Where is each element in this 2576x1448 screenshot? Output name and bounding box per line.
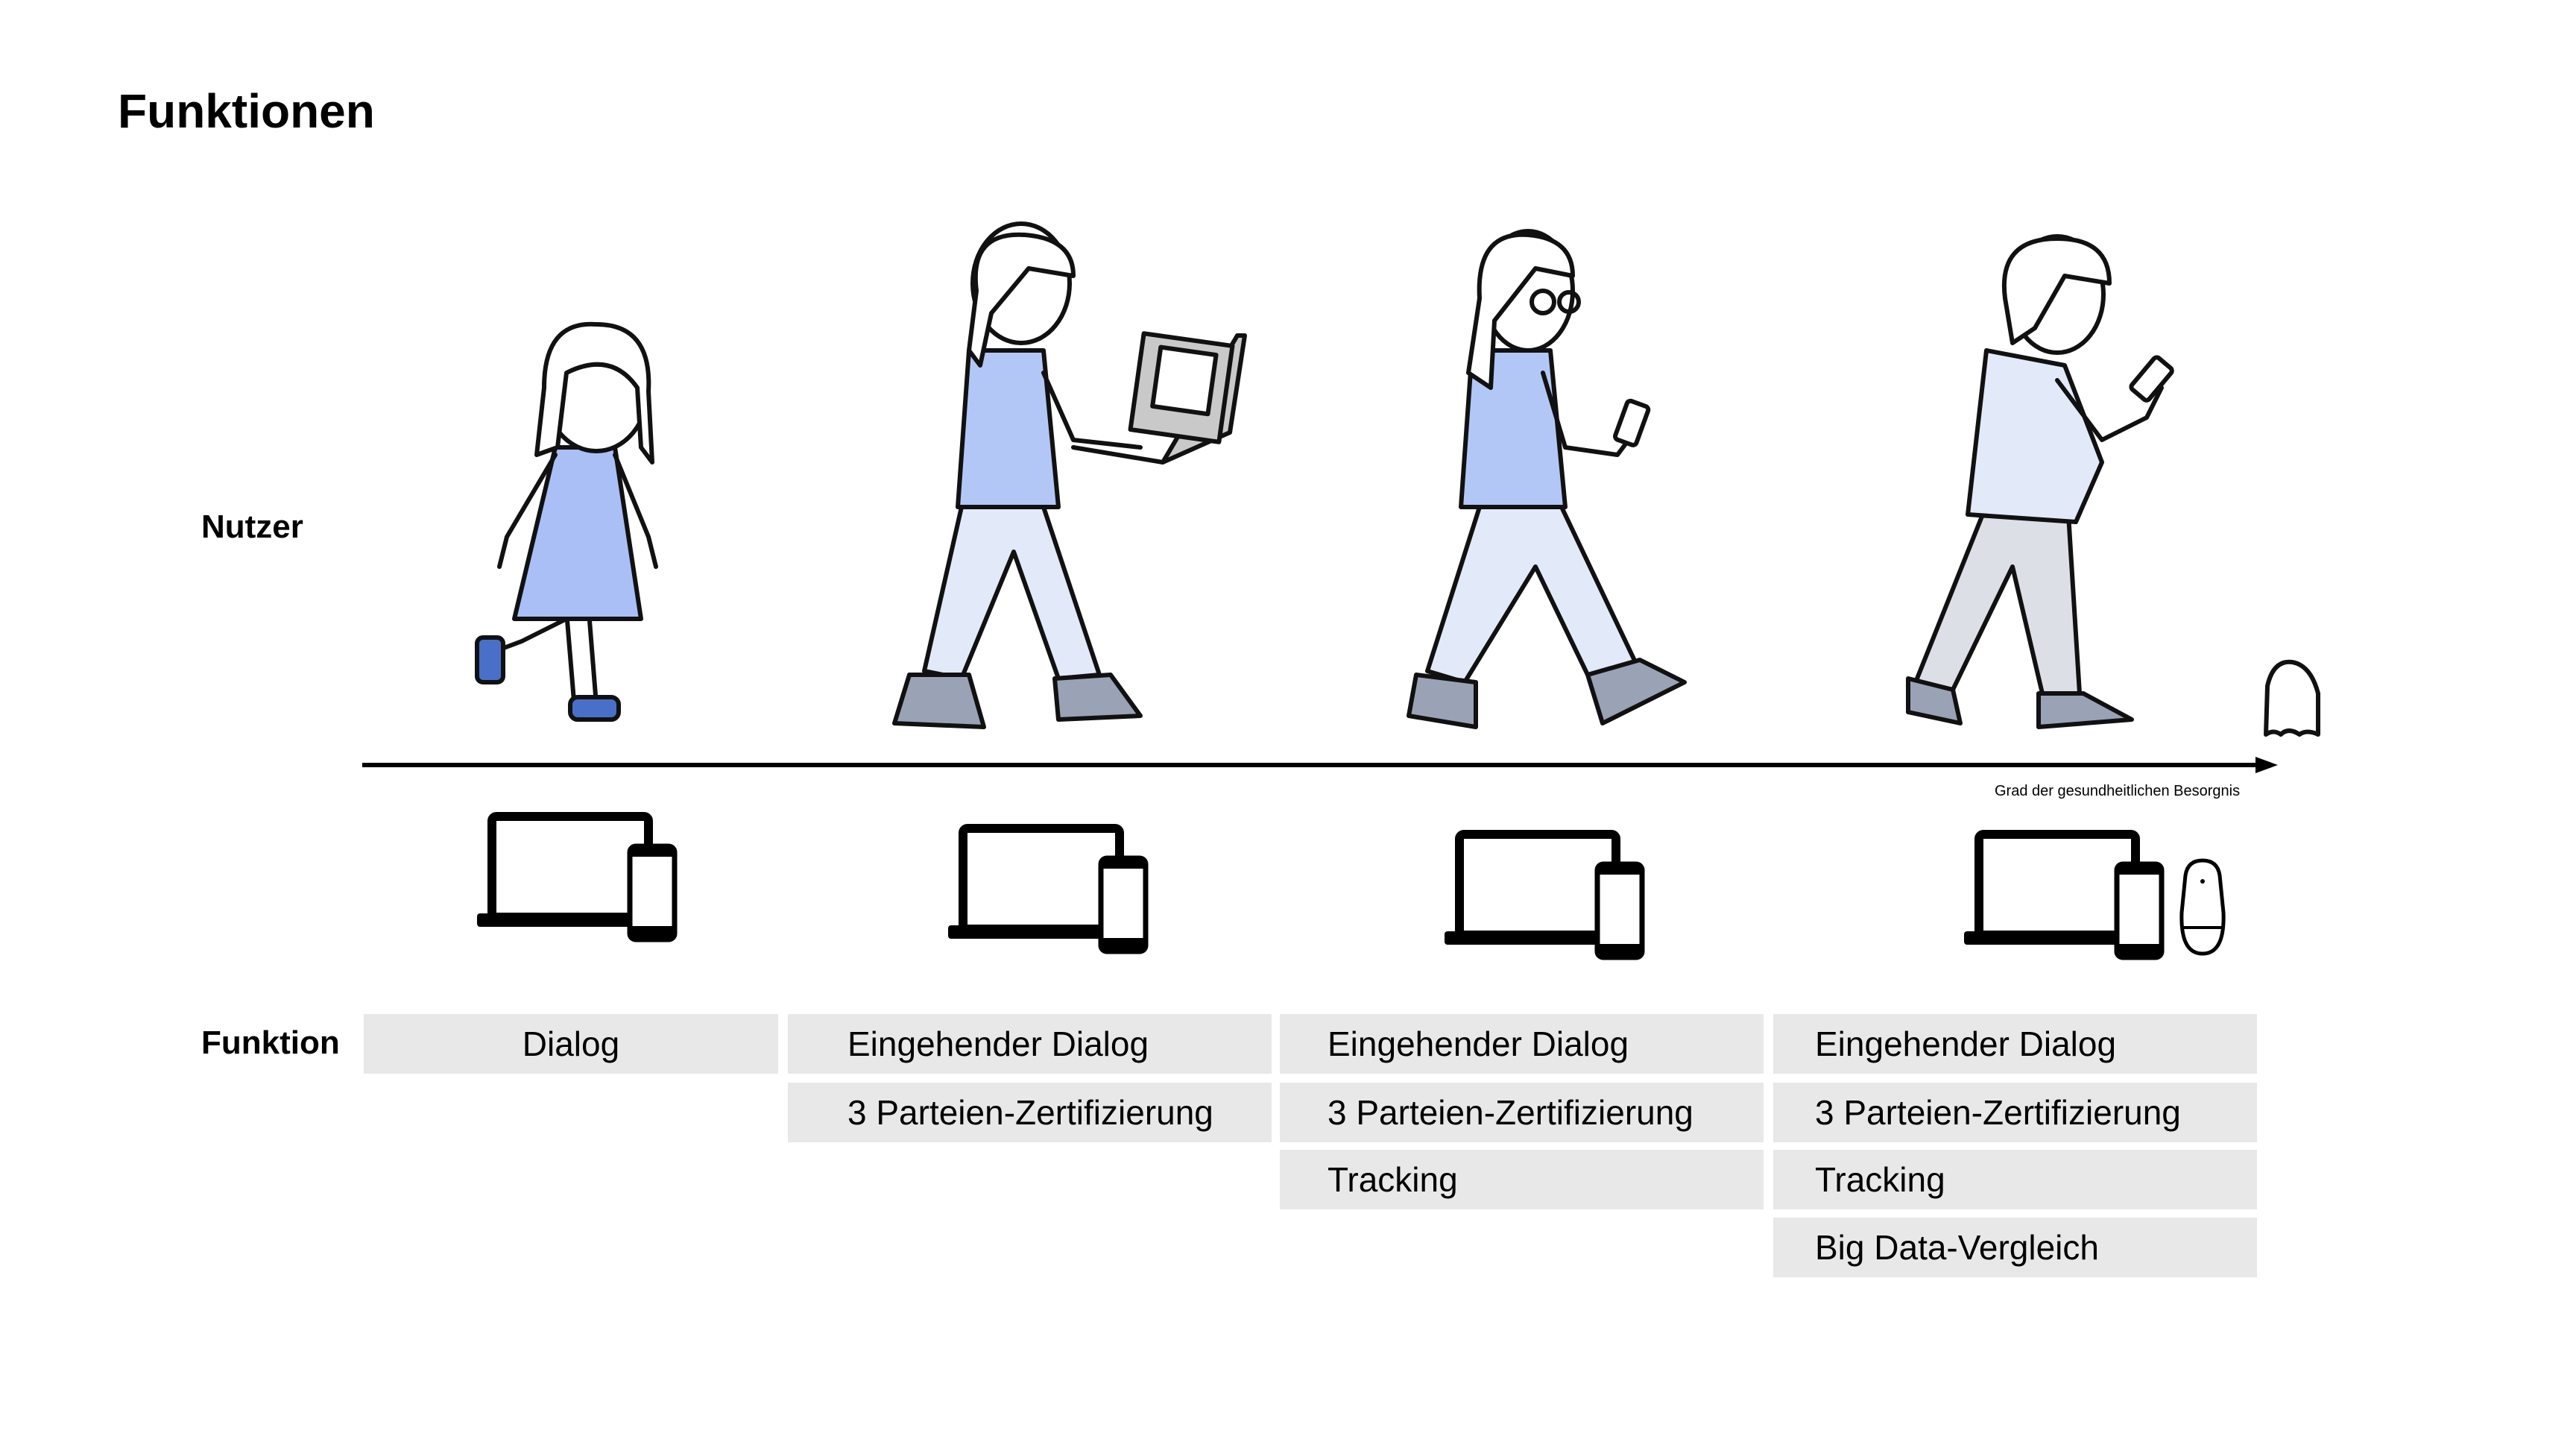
child-figure (475, 321, 658, 722)
row-label-function: Funktion (201, 1024, 340, 1061)
axis-label: Grad der gesundheitlichen Besorgnis (1995, 783, 2241, 799)
function-cell: Eingehender Dialog (788, 1014, 1272, 1074)
function-cell: 3 Parteien-Zertifizierung (1773, 1083, 2257, 1142)
smartphone-icon (2114, 861, 2165, 960)
function-cell: Tracking (1280, 1150, 1764, 1209)
smartphone-icon (1098, 855, 1149, 954)
ghost-figure (2264, 659, 2320, 737)
page-title: Funktionen (118, 84, 375, 138)
smartphone-icon (1594, 861, 1645, 960)
smartphone-icon (627, 843, 678, 942)
function-cell: Big Data-Vergleich (1773, 1218, 2257, 1277)
user-figures (475, 221, 2320, 737)
device-group-2 (948, 824, 1149, 954)
smart-speaker-icon (2179, 858, 2226, 956)
senior-with-phone-figure (1906, 234, 2174, 729)
function-cell: 3 Parteien-Zertifizierung (1280, 1083, 1764, 1142)
function-cell: Eingehender Dialog (1280, 1014, 1764, 1074)
device-group-4 (1964, 830, 2226, 960)
device-group-3 (1445, 830, 1645, 960)
function-cell: 3 Parteien-Zertifizierung (788, 1083, 1272, 1142)
function-cell: Tracking (1773, 1150, 2257, 1209)
concern-axis-arrow (362, 757, 2278, 773)
function-cell: Eingehender Dialog (1773, 1014, 2257, 1074)
young-adult-with-laptop-figure (892, 221, 1247, 729)
device-group-1 (477, 812, 678, 942)
row-label-users: Nutzer (201, 509, 303, 545)
adult-with-phone-figure (1407, 229, 1687, 729)
function-cell: Dialog (364, 1014, 778, 1074)
